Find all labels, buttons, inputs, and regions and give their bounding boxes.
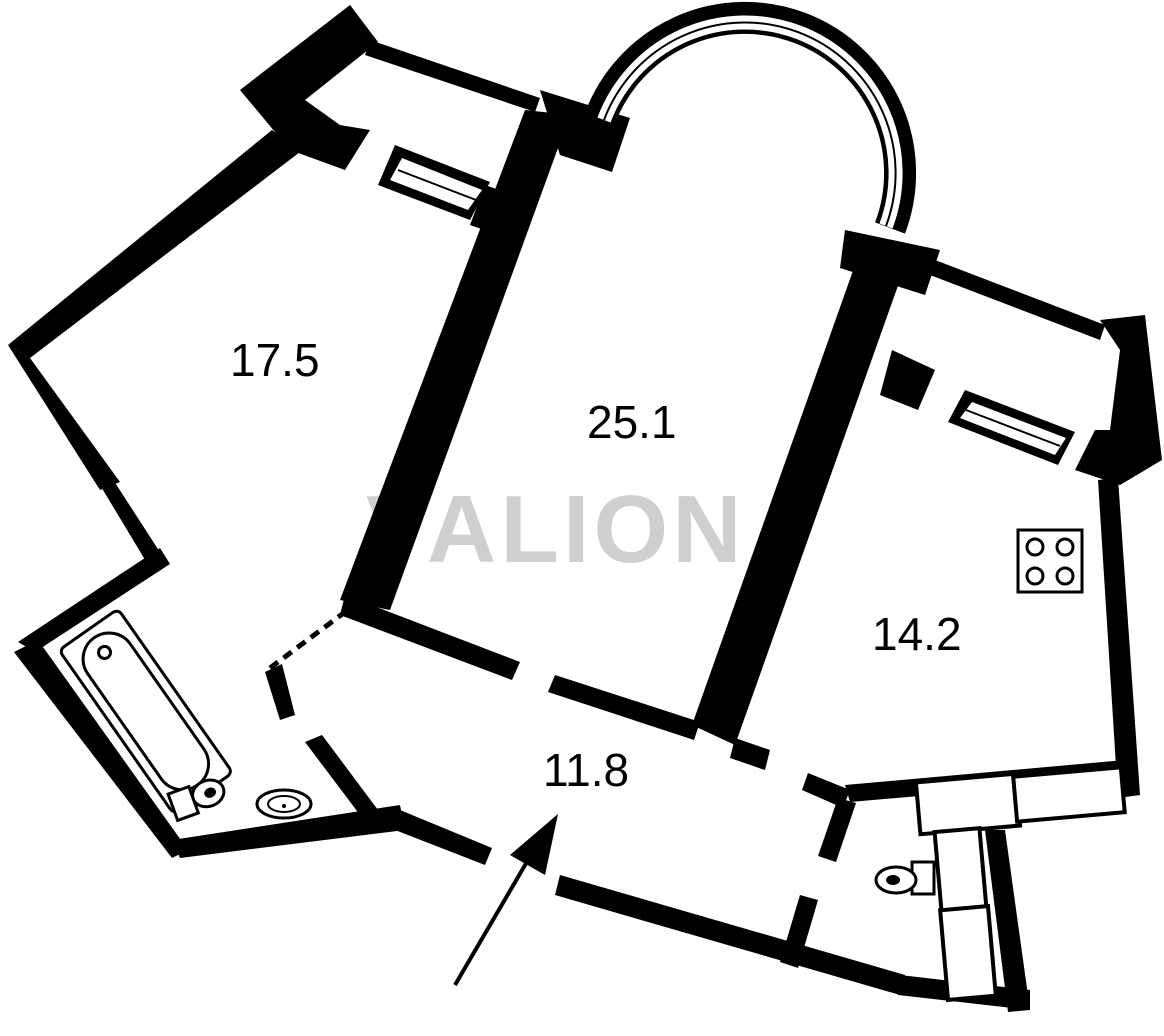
wall-left-room-upper [8, 130, 300, 358]
toilet-icon [166, 778, 226, 823]
stove-icon [1016, 528, 1084, 594]
wall-top-left-corner [240, 5, 378, 170]
wall-bath-inner-right [305, 735, 378, 815]
bay-window-arc [585, 1, 917, 234]
wall-center-top-left [540, 90, 630, 172]
room-area-left: 17.5 [230, 334, 320, 386]
wall-left-room-side [8, 345, 120, 490]
room-area-kitchen: 14.2 [872, 608, 962, 660]
wall-right-top-thin [930, 260, 1105, 340]
wall-right-corner [1075, 315, 1162, 485]
wall-entrance-bottom [555, 875, 905, 995]
wall-kitchen-right [1098, 478, 1140, 798]
wall-center-left [340, 110, 570, 610]
wall-center-bottom-right [548, 675, 700, 740]
sink-icon [255, 788, 313, 820]
wall-bath-top [18, 548, 170, 652]
wall-wc-left-upper [818, 798, 856, 862]
wall-hall-right-bottom [730, 738, 770, 770]
wall-bath-inner-top [265, 664, 295, 720]
wall-window-left-pier [470, 185, 505, 232]
room-area-center: 25.1 [587, 396, 677, 448]
room-area-hall: 11.8 [543, 744, 629, 796]
wall-bath-left [14, 640, 188, 858]
wall-bottom-right-side [985, 830, 1030, 1012]
wall-center-top-right [840, 230, 940, 295]
wall-bath-bottom [172, 805, 405, 858]
entrance-arrow-icon [453, 814, 558, 987]
wall-top-thin [365, 40, 540, 112]
wall-left-room-lower [100, 478, 165, 568]
wall-center-bottom-left [340, 595, 520, 680]
toilet-icon [874, 860, 936, 896]
cabinets [913, 765, 1127, 1003]
wall-center-right [692, 265, 900, 745]
wall-kitchen-window-pier [880, 350, 935, 410]
wall-entrance-left [395, 810, 492, 865]
dashed-partition [268, 609, 347, 671]
